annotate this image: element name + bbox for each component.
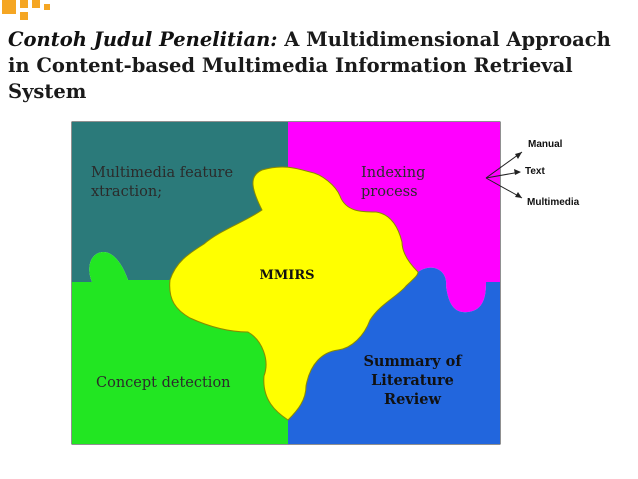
piece-indexing <box>288 122 500 313</box>
indexing-branches <box>485 151 523 199</box>
arrowhead-text <box>514 169 521 175</box>
piece-center-mmirs <box>169 166 419 421</box>
branch-label-manual: Manual <box>528 139 563 150</box>
title-lead: Contoh Judul Penelitian: <box>8 28 278 51</box>
page-title: Contoh Judul Penelitian: A Multidimensio… <box>8 27 623 105</box>
branch-line-multimedia <box>485 177 523 199</box>
branch-line-text <box>485 171 521 179</box>
label-mmirs: MMIRS <box>259 268 315 283</box>
piece-multimedia <box>72 122 288 282</box>
branch-label-text: Text <box>525 166 545 177</box>
piece-summary <box>288 267 500 444</box>
label-summary-literature: Summary of Literature Review <box>363 353 462 408</box>
label-concept-detection: Concept detection <box>96 375 231 391</box>
arrowhead-manual <box>515 152 522 159</box>
label-multimedia-feature: Multimedia feature xtraction; <box>91 165 234 200</box>
corner-decoration <box>2 0 50 20</box>
branch-line-manual <box>485 151 523 179</box>
piece-concept <box>72 252 288 444</box>
branch-label-multimedia: Multimedia <box>527 197 580 208</box>
label-indexing-process: Indexing process <box>361 165 426 200</box>
title-rest: A Multidimensional Approach in Content-b… <box>8 28 611 103</box>
arrowhead-multimedia <box>515 192 522 198</box>
